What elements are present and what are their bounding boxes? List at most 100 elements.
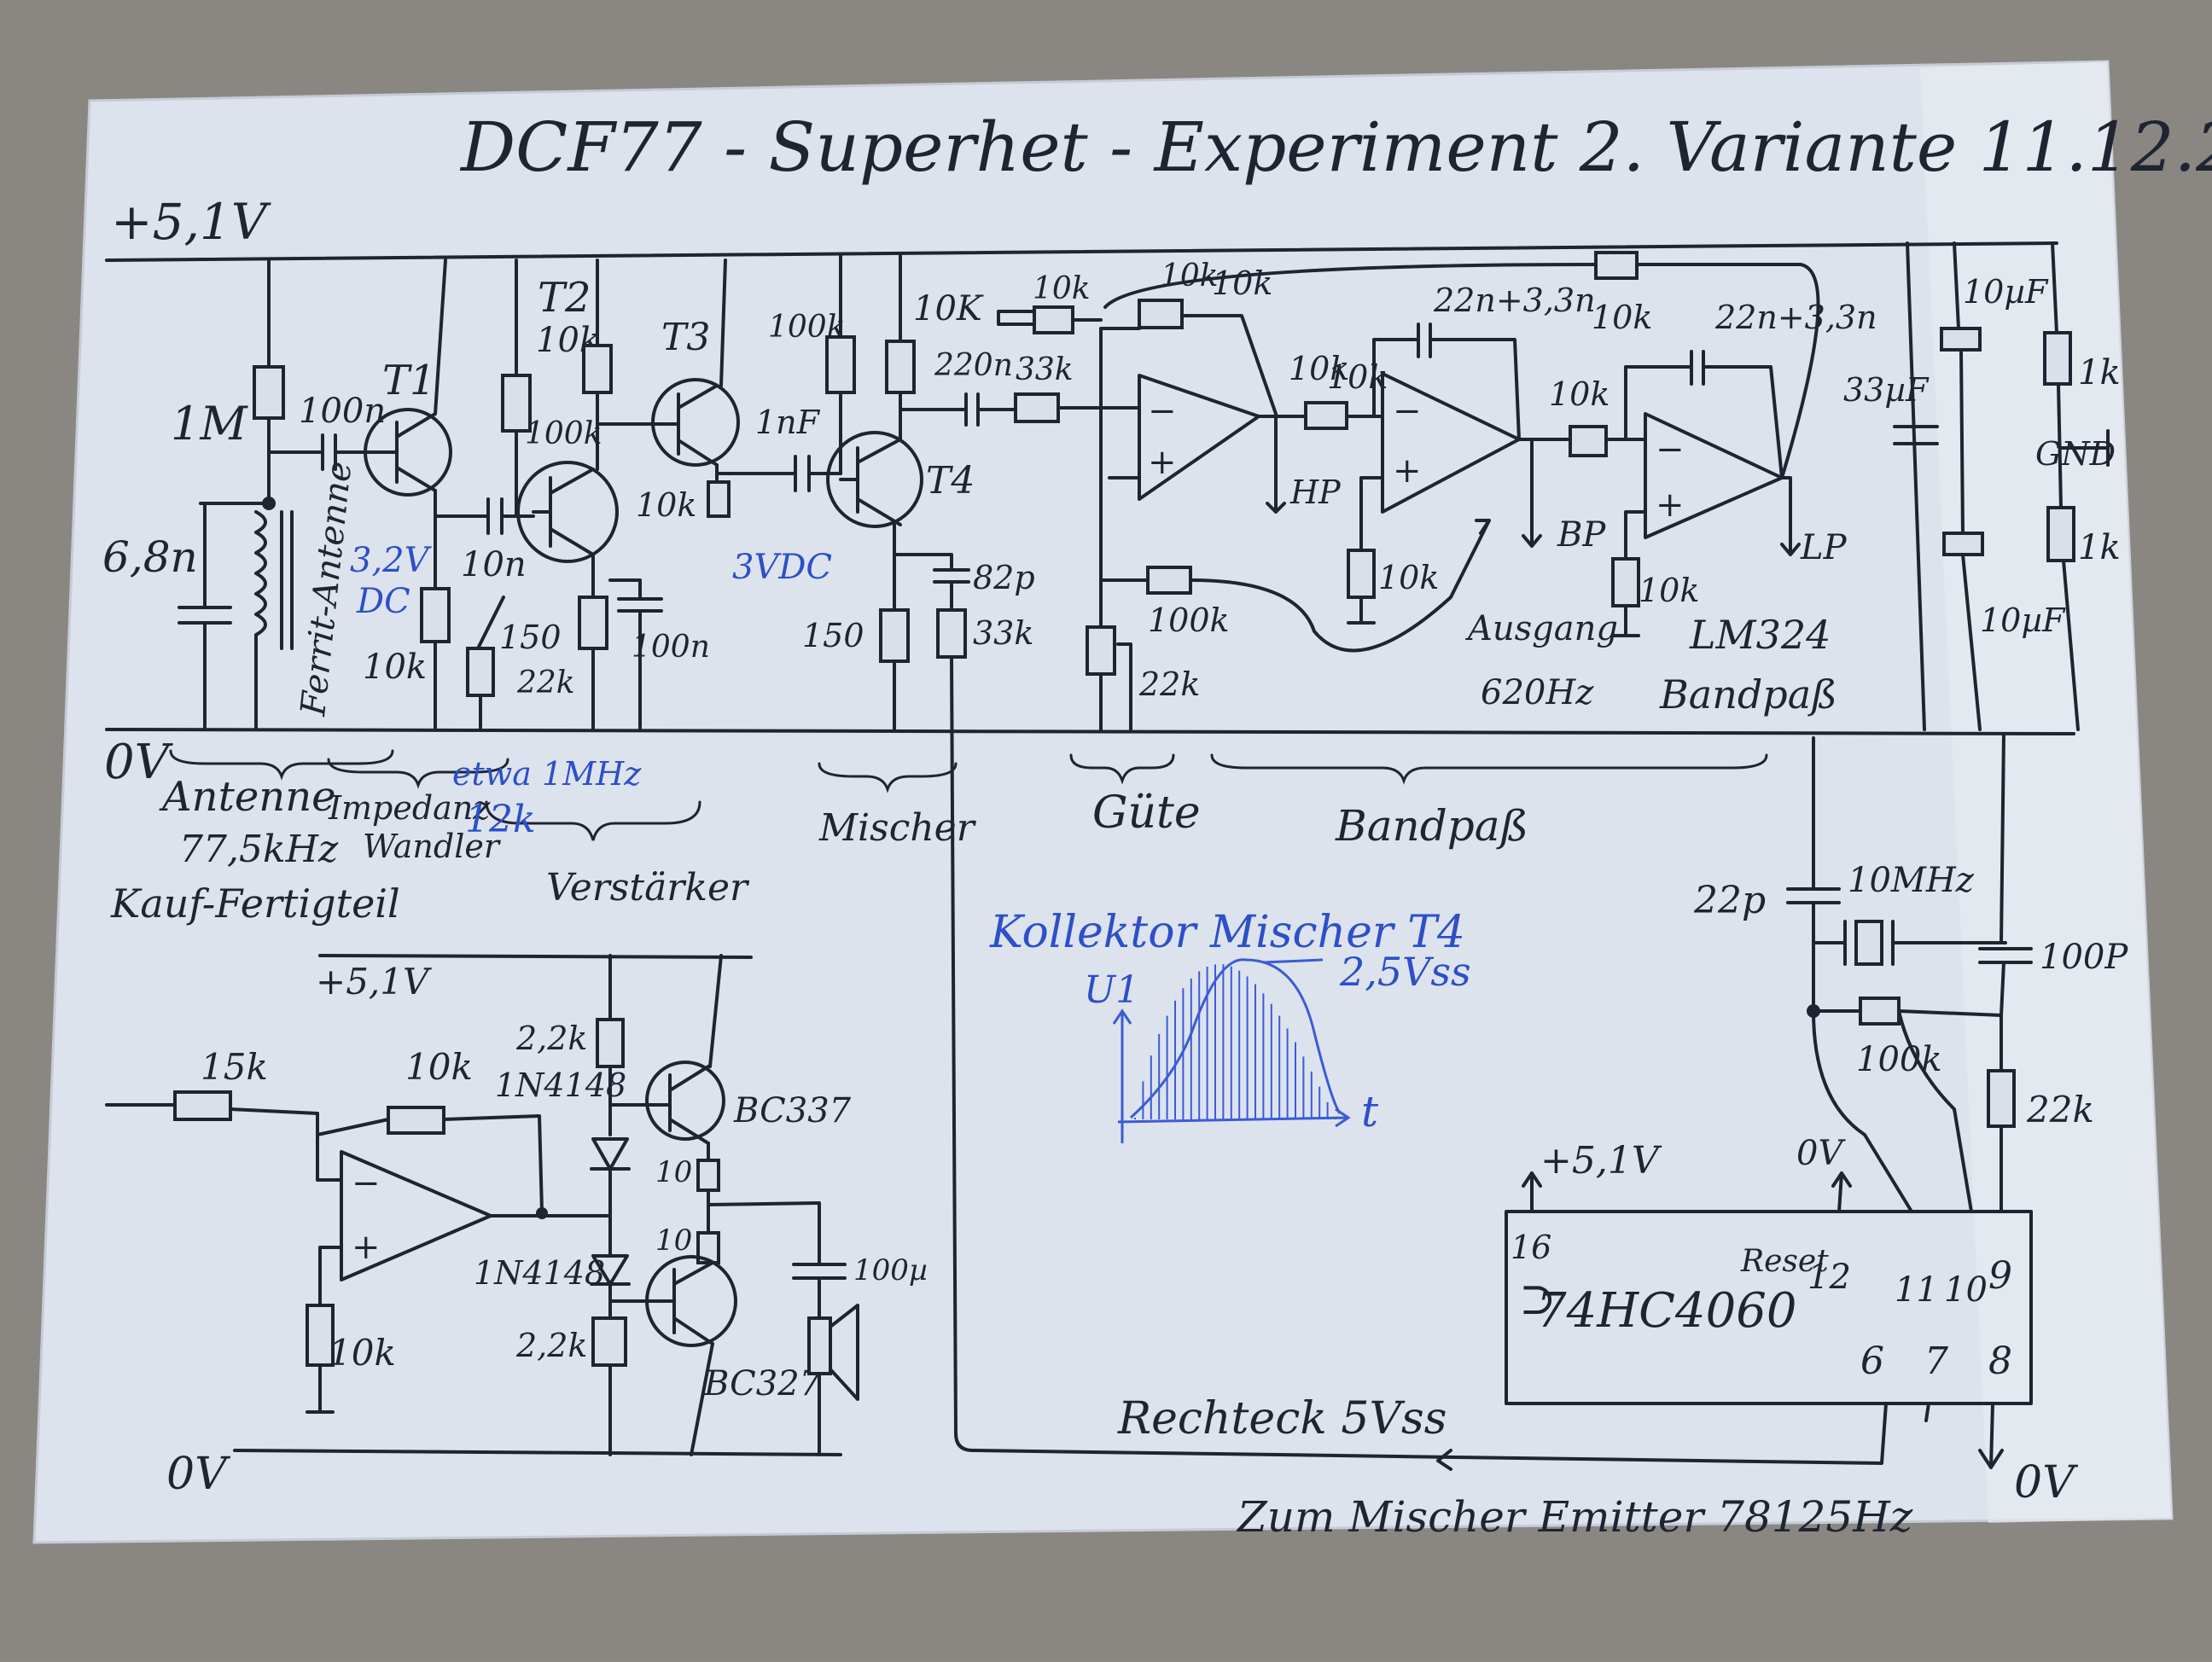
resistor-150-a [466, 647, 495, 697]
label-lm324: LM324 [1689, 612, 1831, 658]
label-zum-mischer: Zum Mischer Emitter 78125Hz [1236, 1492, 1913, 1542]
label-100n-a: 100n [299, 392, 386, 431]
resistor-10k-T1 [420, 587, 451, 643]
label-2-5vss: 2,5Vss [1339, 949, 1471, 995]
resistor-10k-int2 [1569, 425, 1608, 457]
label-22p: 22p [1693, 879, 1766, 922]
label-6-8n: 6,8n [102, 532, 198, 582]
label-82p: 82p [973, 559, 1035, 596]
resistor-10k-T3 [707, 480, 731, 518]
ic-reset-label: Reset [1740, 1244, 1829, 1279]
label-bandpass-ic: Bandpaß [1659, 671, 1837, 718]
resistor-10k-amp [387, 1106, 445, 1135]
speaker-coil [807, 1316, 832, 1375]
resistor-10k-collector [582, 344, 613, 394]
label-33uf: 33µF [1843, 371, 1930, 409]
ic-pin-8: 8 [1988, 1339, 2012, 1383]
label-10k-fb-lp: 10k [1592, 299, 1652, 336]
label-1k-a: 1k [2078, 353, 2121, 392]
resistor-10k-fb1 [1138, 299, 1184, 329]
resistor-22k-q [1086, 625, 1116, 676]
svg-text:−: − [1393, 392, 1422, 431]
label-rechteck: Rechteck 5Vss [1117, 1393, 1447, 1444]
resistor-15k [173, 1090, 232, 1121]
ic-ground-label: 0V [1796, 1134, 1846, 1173]
amp-supply-rail [318, 954, 753, 959]
ic-name: 74HC4060 [1536, 1283, 1796, 1339]
label-1n4148-b: 1N4148 [474, 1254, 605, 1292]
opamp-3-lp: − + [1644, 412, 1784, 539]
label-12k: 12k [465, 798, 536, 841]
svg-text:+: + [1656, 485, 1685, 525]
svg-text:+: + [352, 1228, 381, 1267]
label-100u: 100µ [853, 1253, 928, 1287]
brace-mischer [818, 762, 958, 793]
label-100k-T2: 100k [525, 416, 602, 451]
resistor-10-top [696, 1159, 720, 1192]
ic-notch: ⊃ [1519, 1274, 1557, 1325]
supply-label-top: +5,1V [111, 193, 271, 251]
transistor-T2 [516, 461, 619, 563]
resistor-100k-q [1146, 566, 1192, 595]
label-150-a: 150 [499, 619, 562, 656]
label-10k-T3: 10k [636, 486, 696, 524]
ic-pin-16: 16 [1511, 1229, 1551, 1266]
label-hp: HP [1289, 474, 1342, 511]
label-10k-int1: 10k [1289, 350, 1349, 387]
label-10k-amp: 10k [405, 1046, 473, 1088]
label-1k-b: 1k [2078, 528, 2121, 567]
transistor-T1 [364, 259, 452, 518]
label-100k-q: 100k [1148, 601, 1230, 639]
ic-pin-9: 9 [1988, 1254, 2012, 1298]
transistor-bc327 [645, 1255, 737, 1347]
svg-text:−: − [352, 1164, 381, 1203]
label-220n: 220n [934, 348, 1013, 383]
label-dc: DC [356, 582, 410, 621]
label-22k-q: 22k [1138, 665, 1200, 703]
speaker-cone [829, 1304, 859, 1401]
label-10k-int1b: 10k [1327, 358, 1388, 396]
label-150-b: 150 [802, 617, 864, 654]
label-22n-3-3n-b: 22n+3,3n [1714, 299, 1877, 336]
brace-antenne [169, 749, 394, 781]
amp-ground-rail [233, 1449, 842, 1456]
label-T3: T3 [661, 316, 710, 359]
diode-1n4148-bottom [591, 1254, 629, 1286]
label-33k-b: 33k [973, 614, 1033, 652]
label-gnd-mid: GND [2035, 435, 2116, 473]
transistor-T4 [826, 431, 923, 528]
label-mischer: Mischer [818, 806, 977, 850]
resistor-10k-int1 [1304, 401, 1348, 430]
label-verstaerker: Verstärker [546, 866, 750, 909]
label-1nf: 1nF [755, 404, 821, 441]
resistor-10k-lp-gnd [1611, 557, 1640, 607]
label-15k: 15k [201, 1046, 268, 1088]
brace-impedanz [327, 758, 509, 789]
diode-1n4148-top [591, 1137, 629, 1171]
ground-label-top: 0V [104, 735, 174, 790]
resistor-33k-mixer [936, 608, 967, 659]
resistor-10k-fb-lp [1594, 251, 1639, 280]
opamp-1-hp: − + [1138, 374, 1260, 501]
label-etwa-1mhz: etwa 1MHz [452, 755, 642, 793]
label-3-2v: 3,2V [350, 541, 433, 580]
label-10k-mixer: 10K [913, 289, 984, 328]
resistor-1M [253, 365, 285, 420]
svg-text:−: − [1656, 430, 1685, 469]
resistor-22k-emitter [578, 596, 608, 650]
label-33k-a: 33k [1016, 352, 1074, 387]
label-2-2k-a: 2,2k [515, 1020, 587, 1057]
paper-highlight [1920, 61, 2172, 1523]
label-bc337: BC337 [733, 1091, 852, 1130]
resistor-33k-input [1014, 392, 1060, 423]
ic-74hc4060 [1505, 1210, 2033, 1405]
label-100p: 100P [2040, 938, 2128, 977]
title-text: DCF77 - Superhet - Experiment 2. Variant… [459, 108, 2212, 187]
cap-10uf-top [1940, 327, 1982, 352]
resistor-150-b [879, 608, 910, 663]
ic-pin-7: 7 [1924, 1339, 1948, 1383]
label-22n-3-3n-a: 22n+3,3n [1433, 282, 1596, 319]
svg-text:+: + [1393, 451, 1422, 491]
ic-pin-6: 6 [1860, 1339, 1884, 1383]
